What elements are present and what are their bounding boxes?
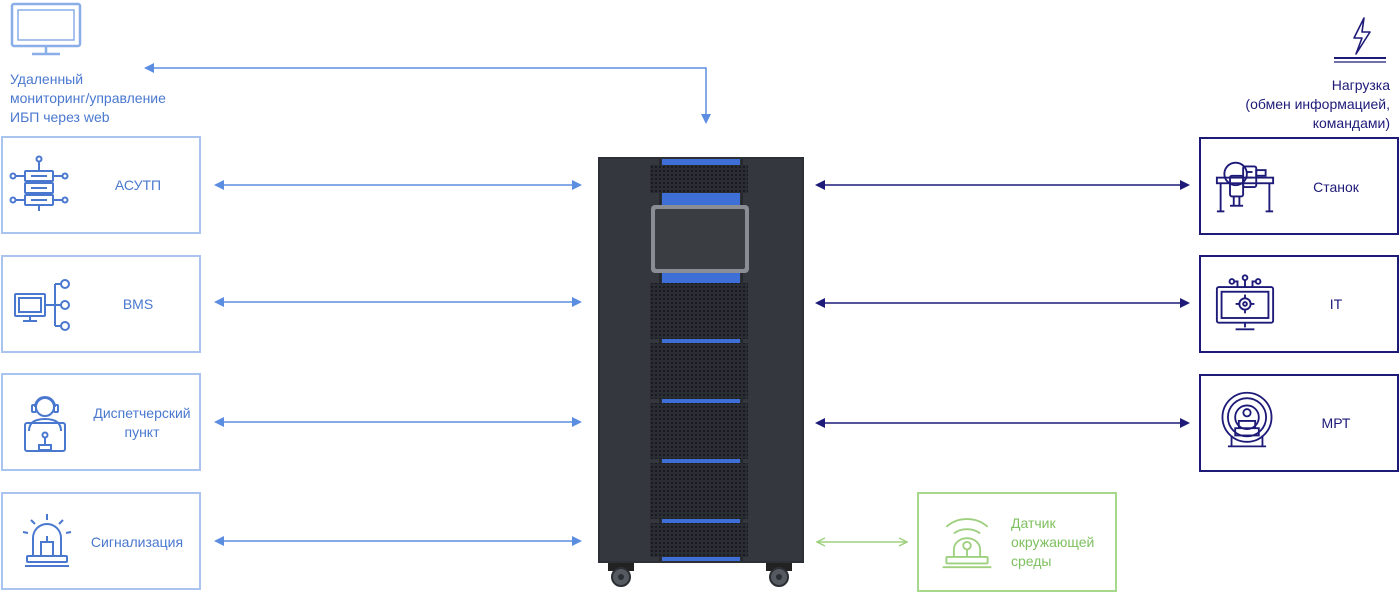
- it-label: IT: [1329, 296, 1343, 312]
- asutp-label: АСУТП: [114, 177, 162, 193]
- remote-monitor-icon: [10, 2, 82, 58]
- remote-monitoring-label: Удаленный мониторинг/управление ИБП чере…: [10, 71, 166, 125]
- alarm-siren-icon: [19, 512, 79, 572]
- box-asutp: АСУТП: [1, 136, 201, 234]
- machine-label: Станок: [1313, 179, 1359, 195]
- box-mri: МРТ: [1199, 374, 1399, 472]
- mri-scanner-icon: [1217, 390, 1277, 450]
- environment-sensor-icon: [937, 510, 997, 570]
- box-alarm: Сигнализация: [1, 492, 201, 590]
- machine-tool-icon: [1215, 157, 1275, 217]
- monitor-network-icon: [11, 274, 71, 334]
- sensor-label: Датчик окружающей среды: [1011, 515, 1095, 569]
- load-label: Нагрузка (обмен информацией, командами): [1245, 77, 1390, 131]
- box-it: IT: [1199, 255, 1399, 353]
- box-bms: BMS: [1, 255, 201, 353]
- it-monitor-icon: [1215, 273, 1275, 333]
- dispatch-label: Диспетчерский пункт: [93, 405, 191, 440]
- box-machine: Станок: [1199, 137, 1399, 235]
- operator-icon: [19, 393, 79, 453]
- box-dispatch: Диспетчерский пункт: [1, 373, 201, 471]
- mri-label: МРТ: [1321, 415, 1351, 431]
- box-environment-sensor: Датчик окружающей среды: [917, 492, 1117, 592]
- web-connection-arrow: [144, 63, 711, 124]
- bms-label: BMS: [122, 296, 154, 312]
- ups-cabinet: [598, 157, 804, 587]
- server-network-icon: [9, 155, 69, 215]
- alarm-label: Сигнализация: [90, 534, 184, 550]
- power-load-icon: [1330, 16, 1390, 66]
